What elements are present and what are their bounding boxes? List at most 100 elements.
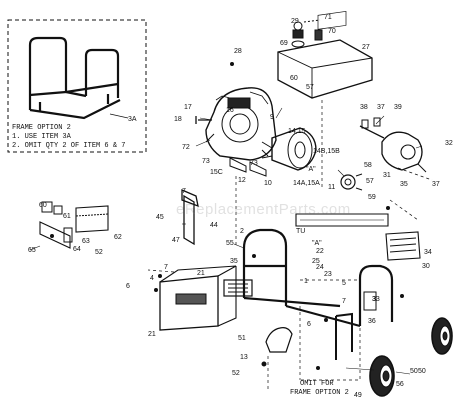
part-label: 11 (328, 184, 336, 191)
part-label: 35 (400, 181, 408, 188)
part-label: 22 (316, 248, 324, 255)
part-label: 51 (238, 335, 246, 342)
part-label: 52 (95, 249, 103, 256)
part-label: 34 (424, 249, 432, 256)
part-label: "A" (312, 240, 322, 247)
omit-note-line-2: FRAME OPTION 2 (290, 389, 349, 397)
part-label: 73 (250, 160, 258, 167)
part-label: 36 (368, 318, 376, 325)
part-label: 32 (445, 140, 453, 147)
leader-lines (29, 107, 423, 375)
part-label: 21 (197, 270, 205, 277)
part-label: 72 (182, 144, 190, 151)
part-label: 13 (240, 354, 248, 361)
part-label: 3 (372, 296, 376, 303)
part-label: 63 (82, 238, 90, 245)
part-label: 60 (39, 202, 47, 209)
cross-bar (295, 213, 389, 227)
part-label: 15C (210, 169, 223, 176)
fuel-tank (277, 10, 373, 99)
frame-option-box (7, 19, 147, 153)
battery-box-group (39, 201, 109, 249)
part-label: TU (296, 228, 306, 235)
base-plate (159, 265, 237, 331)
part-label: 57 (366, 178, 374, 185)
part-label: 62 (114, 234, 122, 241)
part-label: 4 (150, 275, 154, 282)
part-label: 21 (148, 331, 156, 338)
main-frame (242, 228, 394, 328)
part-label: 16 (226, 107, 234, 114)
vent-panel (385, 231, 421, 261)
part-label: 1 (304, 278, 308, 285)
part-label: 30 (422, 263, 430, 270)
part-label: 27 (362, 44, 370, 51)
part-label: 50 (418, 368, 426, 375)
label-3a: 3A (128, 116, 137, 123)
part-label: 38 (360, 104, 368, 111)
part-label: 69 (280, 40, 288, 47)
part-label: 39 (394, 104, 402, 111)
leader-3a (109, 113, 129, 119)
part-label: 73 (202, 158, 210, 165)
frame-option-2-drawing (28, 36, 121, 120)
engine (195, 87, 277, 161)
wheel-2 (431, 317, 453, 355)
part-label: 55 (226, 240, 234, 247)
fasteners (50, 62, 404, 370)
leg-bracket (363, 291, 377, 311)
fuel-cap (292, 29, 304, 39)
part-label: "A" (306, 166, 316, 173)
part-label: 2 (240, 228, 244, 235)
control-panel (359, 117, 427, 173)
part-label: 61 (63, 213, 71, 220)
engine-mount-bracket (229, 157, 267, 177)
part-label: 5 (342, 280, 346, 287)
part-label: 17 (184, 104, 192, 111)
alternator (261, 127, 317, 171)
part-label: 65 (28, 247, 36, 254)
muffler (223, 279, 253, 297)
part-label: 35 (230, 258, 238, 265)
part-label: 24 (316, 264, 324, 271)
part-label: 57 (306, 84, 314, 91)
part-label: 60 (290, 75, 298, 82)
part-label: 47 (172, 237, 180, 244)
part-label: 28 (234, 48, 242, 55)
frame-option-line-1: 1. USE ITEM 3A (12, 133, 71, 141)
frame-leg (335, 312, 353, 360)
part-label: 31 (383, 172, 391, 179)
part-label: 50 (410, 368, 418, 375)
dashed-guides (147, 100, 433, 390)
part-label: 7 (342, 298, 346, 305)
part-label: 14,15 (288, 128, 306, 135)
part-label: 44 (210, 222, 218, 229)
fuel-valve (314, 29, 323, 41)
wheel-1 (369, 355, 395, 397)
part-label: 71 (324, 14, 332, 21)
part-label: 56 (396, 381, 404, 388)
part-label: 14A,15A (293, 180, 320, 187)
part-label: 59 (368, 194, 376, 201)
part-label: 6 (307, 321, 311, 328)
part-label: 49 (354, 392, 362, 399)
part-label: 37 (377, 104, 385, 111)
part-label: 70 (328, 28, 336, 35)
part-label: 9 (270, 114, 274, 121)
part-label: 25 (312, 258, 320, 265)
part-label: 33 (372, 296, 380, 303)
part-label: 52 (232, 370, 240, 377)
watermark: eReplacementParts.com (176, 201, 351, 218)
part-label: 29 (291, 18, 299, 25)
omit-box (300, 279, 361, 381)
part-label: 23 (324, 271, 332, 278)
part-label: 7 (164, 264, 168, 271)
part-label: 45 (156, 214, 164, 221)
part-label: 58 (364, 162, 372, 169)
part-label: 7 (182, 188, 186, 195)
part-label: 64 (73, 246, 81, 253)
frame-option-line-2: 2. OMIT QTY 2 OF ITEM 6 & 7 (12, 142, 126, 150)
omit-note-line-1: OMIT FOR (300, 380, 334, 388)
